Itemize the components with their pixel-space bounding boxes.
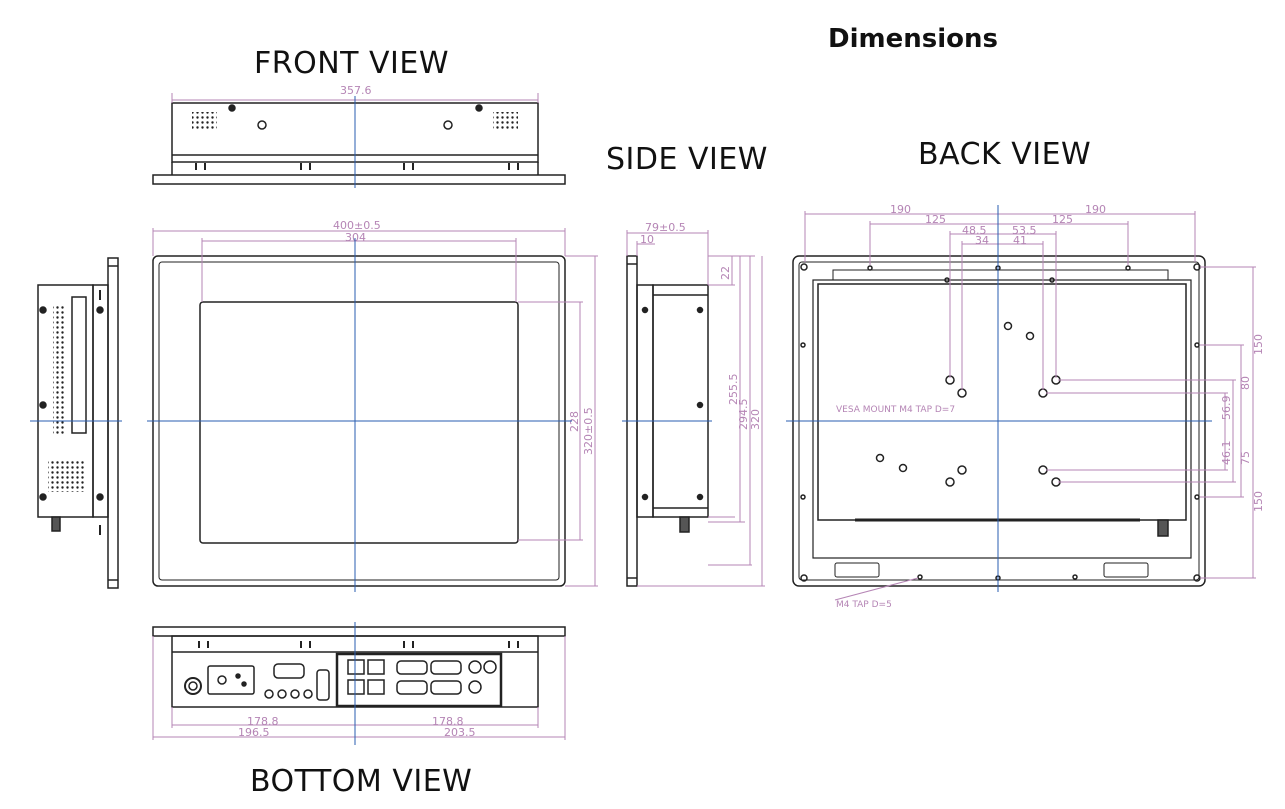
- overall-width-dim: 400±0.5: [333, 219, 381, 232]
- side-view-dimensions: [626, 230, 765, 587]
- side-top-gap-dim: 22: [719, 266, 732, 280]
- back-r6-dim: 150: [1252, 491, 1265, 512]
- back-r1-dim: 150: [1252, 334, 1265, 355]
- side-h3-dim: 320: [749, 409, 762, 430]
- bottom-l2-dim: 196.5: [238, 726, 270, 739]
- side-top-offset-dim: 10: [640, 233, 654, 246]
- back-r2-dim: 80: [1239, 376, 1252, 390]
- bottom-view-label: BOTTOM VIEW: [250, 764, 473, 799]
- left-side-view-drawing: [37, 257, 119, 589]
- bottom-r2-dim: 203.5: [444, 726, 476, 739]
- side-h1-dim: 255.5: [727, 374, 740, 406]
- display-height-dim: 228: [568, 411, 581, 432]
- bottom-r1-dim: 178.8: [432, 715, 464, 728]
- back-r5-dim: 75: [1239, 451, 1252, 465]
- back-mount-left-dim: 125: [925, 213, 946, 226]
- back-width-left-dim: 190: [890, 203, 911, 216]
- bottom-view-drawing: [152, 626, 566, 708]
- overall-height-dim: 320±0.5: [582, 407, 595, 455]
- back-mount-right-dim: 125: [1052, 213, 1073, 226]
- side-h2-dim: 294.5: [737, 399, 750, 431]
- back-width-right-dim: 190: [1085, 203, 1106, 216]
- display-width-dim: 304: [345, 231, 366, 244]
- vesa-mount-note: VESA MOUNT M4 TAP D=7: [836, 405, 955, 415]
- side-depth-dim: 79±0.5: [645, 221, 686, 234]
- vesa-left-dim: 48.5: [962, 224, 987, 237]
- front-view-label: FRONT VIEW: [254, 46, 450, 81]
- front-panel-dimensions: [152, 228, 598, 587]
- page-title: Dimensions: [828, 24, 998, 54]
- back-r3-dim: 56.9: [1220, 396, 1233, 421]
- front-view-drawing: [152, 102, 566, 185]
- bottom-l1-dim: 178.8: [247, 715, 279, 728]
- back-view-drawing: [792, 255, 1206, 587]
- back-view-dimensions: [804, 211, 1256, 601]
- front-width-dim: 357.6: [340, 84, 372, 97]
- m4-tap-note: M4 TAP D=5: [836, 600, 892, 610]
- back-view-label: BACK VIEW: [918, 137, 1092, 172]
- vesa-inner-left-dim: 34: [975, 234, 989, 247]
- side-view-label: SIDE VIEW: [606, 142, 768, 177]
- vesa-inner-right-dim: 41: [1013, 234, 1027, 247]
- vesa-right-dim: 53.5: [1012, 224, 1037, 237]
- back-r4-dim: 46.1: [1220, 441, 1233, 466]
